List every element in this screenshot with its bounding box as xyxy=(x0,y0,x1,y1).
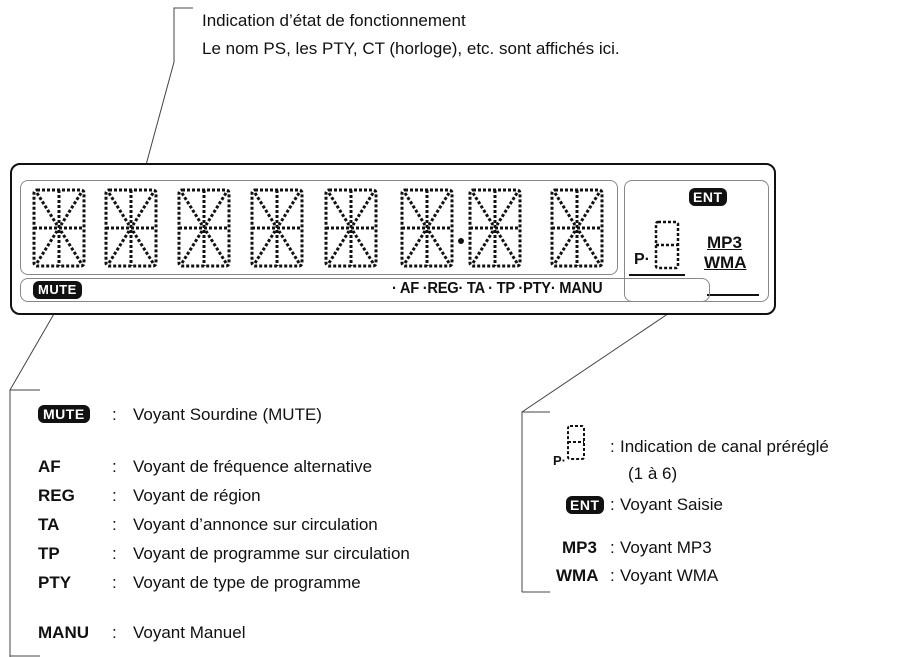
legend-mp3-colon: : xyxy=(610,538,615,557)
legend-colon: : xyxy=(112,623,117,642)
legend-colon: : xyxy=(112,486,117,505)
legend-desc: Voyant Sourdine (MUTE) xyxy=(133,405,322,424)
legend-colon: : xyxy=(112,405,117,424)
legend-preset-desc-1: Indication de canal préréglé xyxy=(620,437,829,456)
indicator-line: · AF ·REG· TA · TP ·PTY· MANU xyxy=(392,280,603,297)
legend-preset-prefix: P· xyxy=(553,453,566,468)
caption-line-2: Le nom PS, les PTY, CT (horloge), etc. s… xyxy=(202,39,620,58)
indicator-bar: MUTE xyxy=(20,278,710,302)
legend-preset-desc-2: (1 à 6) xyxy=(628,464,678,483)
legend-mp3-key: MP3 xyxy=(562,538,597,557)
segment-char-7 xyxy=(468,188,522,268)
preset-digit-icon xyxy=(654,220,680,270)
legend-key: TP xyxy=(38,544,60,563)
segment-area xyxy=(20,180,618,275)
ent-badge: ENT xyxy=(689,188,727,206)
segment-char-6 xyxy=(400,188,454,268)
left-leader-line xyxy=(9,299,63,657)
lcd-display: ENT P· MP3 WMA MUTE · AF ·REG· TA · TP ·… xyxy=(10,163,776,315)
top-leader-line xyxy=(142,7,193,177)
right-indicator-area: ENT P· MP3 WMA xyxy=(624,180,769,302)
legend-mute-badge: MUTE xyxy=(38,405,90,423)
mp3-indicator: MP3 xyxy=(707,233,742,252)
legend-mp3-desc: Voyant MP3 xyxy=(620,538,712,557)
legend-preset-digit-icon xyxy=(567,425,585,460)
legend-desc: Voyant de programme sur circulation xyxy=(133,544,410,563)
legend-preset-colon: : xyxy=(610,437,615,456)
segment-char-3 xyxy=(177,188,231,268)
segment-characters xyxy=(32,188,604,268)
segment-char-1 xyxy=(32,188,86,268)
wma-indicator: WMA xyxy=(704,253,747,272)
legend-wma-colon: : xyxy=(610,566,615,585)
legend-colon: : xyxy=(112,515,117,534)
bottom-right-underline xyxy=(707,294,759,296)
legend-wma-desc: Voyant WMA xyxy=(620,566,719,585)
legend-desc: Voyant de fréquence alternative xyxy=(133,457,373,476)
mute-badge: MUTE xyxy=(33,281,82,299)
legend-key: REG xyxy=(38,486,75,505)
segment-char-2 xyxy=(104,188,158,268)
legend-key: MANU xyxy=(38,623,89,642)
segment-char-5 xyxy=(324,188,378,268)
preset-prefix: P· xyxy=(634,251,650,268)
legend-key: AF xyxy=(38,457,61,476)
legend-ent-desc: Voyant Saisie xyxy=(620,495,724,514)
legend-colon: : xyxy=(112,544,117,563)
legend-desc: Voyant Manuel xyxy=(133,623,246,642)
caption-line-1: Indication d’état de fonctionnement xyxy=(202,11,466,30)
legend-key: TA xyxy=(38,515,60,534)
legend-desc: Voyant d’annonce sur circulation xyxy=(133,515,378,534)
segment-colon-dot xyxy=(458,238,464,244)
segment-char-8 xyxy=(550,188,604,268)
preset-underline xyxy=(629,274,685,276)
legend-wma-key: WMA xyxy=(556,566,599,585)
legend-ent-colon: : xyxy=(610,495,615,514)
segment-char-4 xyxy=(250,188,304,268)
legend-colon: : xyxy=(112,457,117,476)
legend-colon: : xyxy=(112,573,117,592)
legend-ent-badge: ENT xyxy=(566,496,604,514)
legend-key: PTY xyxy=(38,573,72,592)
legend-desc: Voyant de type de programme xyxy=(133,573,361,592)
legend-desc: Voyant de région xyxy=(133,486,261,505)
